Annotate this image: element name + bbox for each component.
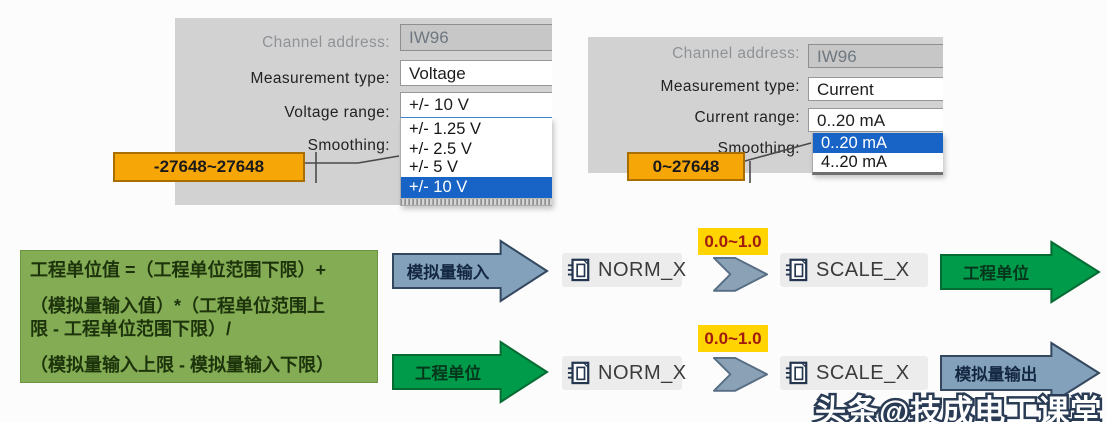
voltage-range-combobox[interactable]: +/- 10 V xyxy=(400,92,552,119)
block-label: SCALE_X xyxy=(816,258,910,281)
dropdown-scroll-strip xyxy=(401,198,552,205)
flow-arrow-analog-input: 模拟量输入 xyxy=(392,239,550,303)
channel-address-label: Channel address: xyxy=(672,45,800,62)
current-range-dropdown: 0..20 mA 4..20 mA xyxy=(812,133,943,175)
dropdown-option-selected[interactable]: +/- 10 V xyxy=(401,177,552,198)
formula-line: 限 - 工程单位范围下限）/ xyxy=(30,319,231,339)
chevron-arrow-icon xyxy=(712,256,770,294)
flow-arrow-analog-output: 模拟量输出 xyxy=(940,341,1102,405)
voltage-range-dropdown: +/- 1.25 V +/- 2.5 V +/- 5 V +/- 10 V xyxy=(400,118,552,206)
measurement-type-label: Measurement type: xyxy=(660,78,800,95)
block-label: NORM_X xyxy=(598,361,687,384)
norm-x-block: NORM_X xyxy=(562,356,686,390)
raw-range-callout-current: 0~27648 xyxy=(627,152,745,181)
measurement-type-field[interactable]: Voltage xyxy=(400,60,552,86)
scale-x-block: SCALE_X xyxy=(780,253,928,287)
dropdown-option[interactable]: +/- 2.5 V xyxy=(409,140,472,158)
dropdown-option[interactable]: +/- 5 V xyxy=(409,159,459,176)
instruction-block-icon xyxy=(785,360,809,386)
dropdown-option-selected[interactable]: 0..20 mA xyxy=(813,133,943,153)
channel-address-field: IW96 xyxy=(400,24,552,51)
dropdown-option[interactable]: 4..20 mA xyxy=(821,153,888,171)
arrow-label: 工程单位 xyxy=(415,365,481,383)
formula-line: 工程单位值 =（工程单位范围下限）+ xyxy=(30,260,327,280)
scale-x-block: SCALE_X xyxy=(780,356,928,390)
watermark: 头条@技成电工课堂 xyxy=(812,392,1103,422)
chevron-arrow-icon xyxy=(712,356,770,394)
arrow-label: 模拟量输出 xyxy=(954,366,1038,384)
channel-address-field: IW96 xyxy=(808,44,943,68)
block-label: NORM_X xyxy=(598,258,687,281)
flow-arrow-engineering-unit-out: 工程单位 xyxy=(940,240,1102,304)
current-range-label: Current range: xyxy=(694,109,800,126)
smoothing-label: Smoothing: xyxy=(307,137,390,154)
normalized-range-tag: 0.0~1.0 xyxy=(698,325,768,352)
normalized-range-tag: 0.0~1.0 xyxy=(698,228,768,255)
flow-arrow-engineering-unit-in: 工程单位 xyxy=(392,340,550,404)
arrow-label: 工程单位 xyxy=(963,265,1029,283)
formula-line: （模拟量输入上限 - 模拟量输入下限） xyxy=(30,355,334,375)
voltage-range-label: Voltage range: xyxy=(284,104,390,121)
block-label: SCALE_X xyxy=(816,361,910,384)
arrow-label: 模拟量输入 xyxy=(406,264,490,282)
instruction-block-icon xyxy=(567,360,591,386)
channel-address-label: Channel address: xyxy=(262,34,390,51)
formula-line: （模拟量输入值）*（工程单位范围上 xyxy=(30,296,326,316)
norm-x-block: NORM_X xyxy=(562,253,686,287)
scaling-formula-box: 工程单位值 =（工程单位范围下限）+ （模拟量输入值）*（工程单位范围上 限 -… xyxy=(20,250,378,383)
measurement-type-field[interactable]: Current xyxy=(808,77,943,101)
dropdown-option[interactable]: +/- 1.25 V xyxy=(409,120,482,138)
measurement-type-label: Measurement type: xyxy=(250,70,390,87)
instruction-block-icon xyxy=(567,257,591,283)
current-range-combobox[interactable]: 0..20 mA xyxy=(808,108,943,132)
instruction-block-icon xyxy=(785,257,809,283)
raw-range-callout-voltage: -27648~27648 xyxy=(113,152,305,182)
